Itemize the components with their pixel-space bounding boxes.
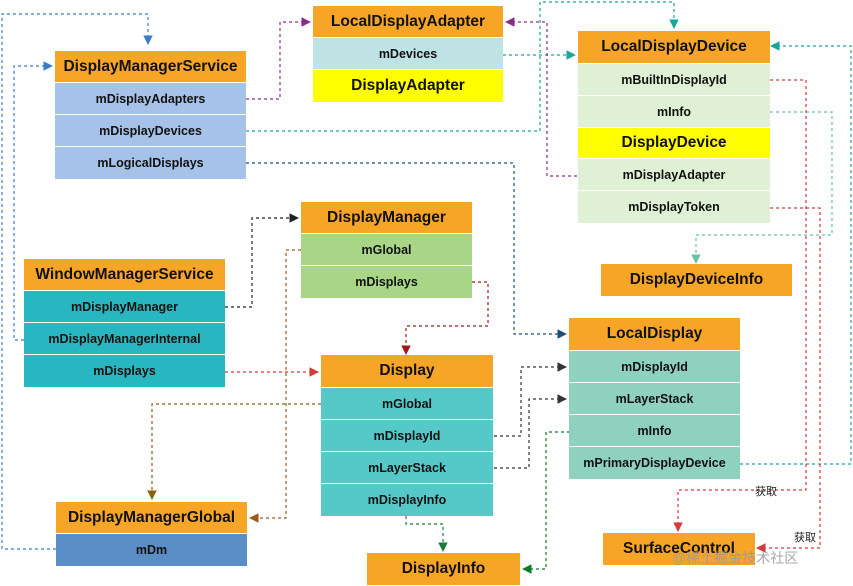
link-dm-displays-to-display	[401, 281, 489, 355]
field-mdisplaymanager: mDisplayManager	[24, 291, 225, 323]
field-mprimarydisplaydevice: mPrimaryDisplayDevice	[569, 447, 740, 479]
link-dinfo-to-displayinfo	[405, 516, 448, 552]
field-mlayerstack-display: mLayerStack	[321, 452, 493, 484]
display-adapter-superclass: DisplayAdapter	[313, 70, 503, 102]
field-mdisplayid-ld: mDisplayId	[569, 351, 740, 383]
field-mdisplayadapters: mDisplayAdapters	[55, 83, 246, 115]
link-layerstack-to-ldls	[494, 394, 567, 469]
display-manager-title: DisplayManager	[301, 202, 472, 234]
field-minfo-ld: mInfo	[569, 415, 740, 447]
display-manager-global-box: DisplayManagerGlobal mDm	[56, 502, 247, 566]
field-mdisplayid-display: mDisplayId	[321, 420, 493, 452]
display-manager-box: DisplayManager mGlobal mDisplays	[301, 202, 472, 298]
local-display-title: LocalDisplay	[569, 318, 740, 351]
window-manager-service-title: WindowManagerService	[24, 259, 225, 291]
display-manager-service-box: DisplayManagerService mDisplayAdapters m…	[55, 51, 246, 179]
field-mglobal-dm: mGlobal	[301, 234, 472, 266]
field-mlayerstack-ld: mLayerStack	[569, 383, 740, 415]
display-manager-global-title: DisplayManagerGlobal	[56, 502, 247, 534]
link-display-global-to-dmg	[147, 403, 321, 500]
field-minfo-device: mInfo	[578, 96, 770, 128]
field-mglobal-display: mGlobal	[321, 388, 493, 420]
link-dm-to-service	[1, 13, 153, 550]
link-builtin-to-sc	[673, 79, 807, 532]
field-mdm: mDm	[56, 534, 247, 566]
link-logical-to-ld	[246, 162, 567, 339]
link-info-to-ddinfo	[691, 111, 833, 264]
link-token-to-sc	[756, 207, 821, 553]
field-mdevices: mDevices	[313, 38, 503, 70]
annotation-get-token: 获取	[794, 532, 816, 544]
link-displayid-to-ldid	[494, 362, 567, 437]
link-device-adapter-to-lda	[505, 17, 577, 177]
local-display-box: LocalDisplay mDisplayId mLayerStack mInf…	[569, 318, 740, 479]
link-primary-to-ldd	[740, 41, 852, 465]
local-display-device-title: LocalDisplayDevice	[578, 31, 770, 64]
annotation-get-builtin: 获取	[755, 486, 777, 498]
local-display-device-box: LocalDisplayDevice mBuiltInDisplayId mIn…	[578, 31, 770, 223]
surface-control-title: SurfaceControl	[603, 533, 755, 565]
link-internal-to-service	[13, 61, 53, 341]
link-ld-info-to-displayinfo	[522, 431, 570, 574]
display-device-info-title: DisplayDeviceInfo	[601, 264, 792, 296]
link-dm-global-to-dmg	[249, 249, 301, 523]
field-mdisplays-wms: mDisplays	[24, 355, 225, 387]
display-title: Display	[321, 355, 493, 388]
display-device-superclass: DisplayDevice	[578, 128, 770, 159]
local-display-adapter-title: LocalDisplayAdapter	[313, 6, 503, 38]
display-info-box: DisplayInfo	[367, 553, 520, 585]
link-adapters-to-lda	[246, 17, 311, 100]
link-wms-dm-to-dm	[225, 213, 299, 308]
field-mdisplaymanagerinternal: mDisplayManagerInternal	[24, 323, 225, 355]
display-manager-service-title: DisplayManagerService	[55, 51, 246, 83]
surface-control-box: SurfaceControl	[603, 533, 755, 565]
field-mlogicaldisplays: mLogicalDisplays	[55, 147, 246, 179]
field-mdisplaytoken: mDisplayToken	[578, 191, 770, 223]
window-manager-service-box: WindowManagerService mDisplayManager mDi…	[24, 259, 225, 387]
field-mbuiltindisplayid: mBuiltInDisplayId	[578, 64, 770, 96]
field-mdisplays-dm: mDisplays	[301, 266, 472, 298]
display-info-title: DisplayInfo	[367, 553, 520, 585]
link-devices-to-ldd	[246, 1, 679, 132]
watermark: @稀土掘金技术社区	[672, 550, 799, 566]
display-box: Display mGlobal mDisplayId mLayerStack m…	[321, 355, 493, 516]
field-mdisplayadapter: mDisplayAdapter	[578, 159, 770, 191]
local-display-adapter-box: LocalDisplayAdapter mDevices DisplayAdap…	[313, 6, 503, 102]
field-mdisplaydevices: mDisplayDevices	[55, 115, 246, 147]
display-device-info-box: DisplayDeviceInfo	[601, 264, 792, 296]
field-mdisplayinfo: mDisplayInfo	[321, 484, 493, 516]
